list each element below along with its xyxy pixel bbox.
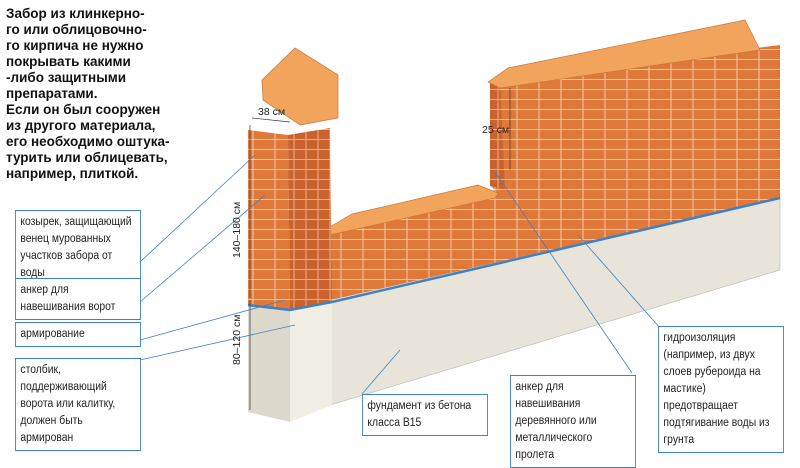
pillar-front [248,130,290,310]
intro-text: Забор из клинкерно-го или облицовочно-го… [6,6,170,181]
pillar-side [288,128,332,310]
tall-wall-end [490,80,505,190]
leader-foundation [361,349,401,395]
leader-cap [139,154,256,263]
label-gate-anchor: анкер для навешивания ворот [15,278,141,320]
label-post: столбик, поддерживающий ворота или калит… [15,358,141,451]
label-foundation: фундамент из бетона класса В15 [362,394,488,436]
leader-gate-anchor [139,194,266,303]
label-cap: козырек, защищающий венец мурованных уча… [15,210,141,286]
pillar-cap [261,47,339,126]
label-reinforcement: армирование [15,322,141,347]
tall-brick-wall [490,45,780,198]
leader-span-anchor [494,171,633,374]
leader-post [139,324,296,361]
brick-height-dim: 140–180 см [231,201,243,258]
fence-illustration [139,19,781,422]
label-waterproofing: гидроизоляция (например, из двух слоев р… [658,326,784,453]
waterproofing-line [247,196,781,312]
foundation-height-dim: 80–120 см [231,314,243,365]
leader-reinforcement [139,299,286,341]
pillar-foundation-side [290,302,332,422]
cap-height-dim: 25 см [482,124,510,136]
tall-wall-cap [487,19,761,89]
label-span-anchor: анкер для навешивания деревянного или ме… [510,375,636,468]
pillar-width-dim: 38 см [258,106,286,118]
leader-waterproofing [577,234,661,329]
pillar-foundation-front [248,305,290,422]
